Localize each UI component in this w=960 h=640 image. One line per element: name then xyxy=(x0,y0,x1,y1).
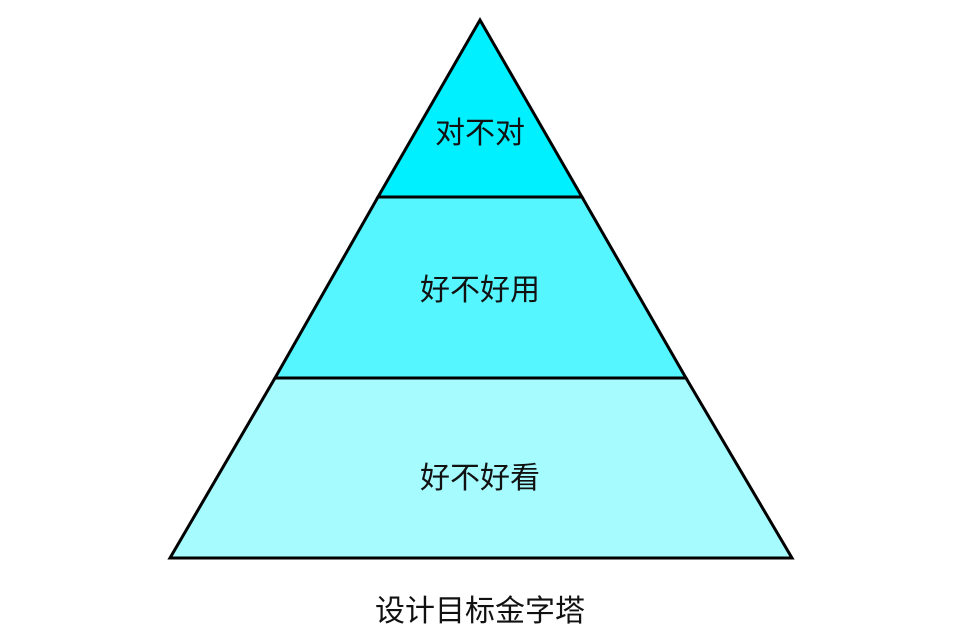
pyramid-tier-top-label: 对不对 xyxy=(435,116,525,151)
diagram-caption: 设计目标金字塔 xyxy=(375,594,585,629)
pyramid-tier-bottom xyxy=(167,376,795,560)
pyramid-tier-middle-label: 好不好用 xyxy=(420,273,540,308)
pyramid-tier-top xyxy=(375,16,585,199)
pyramid-tier-bottom-label: 好不好看 xyxy=(420,461,540,496)
